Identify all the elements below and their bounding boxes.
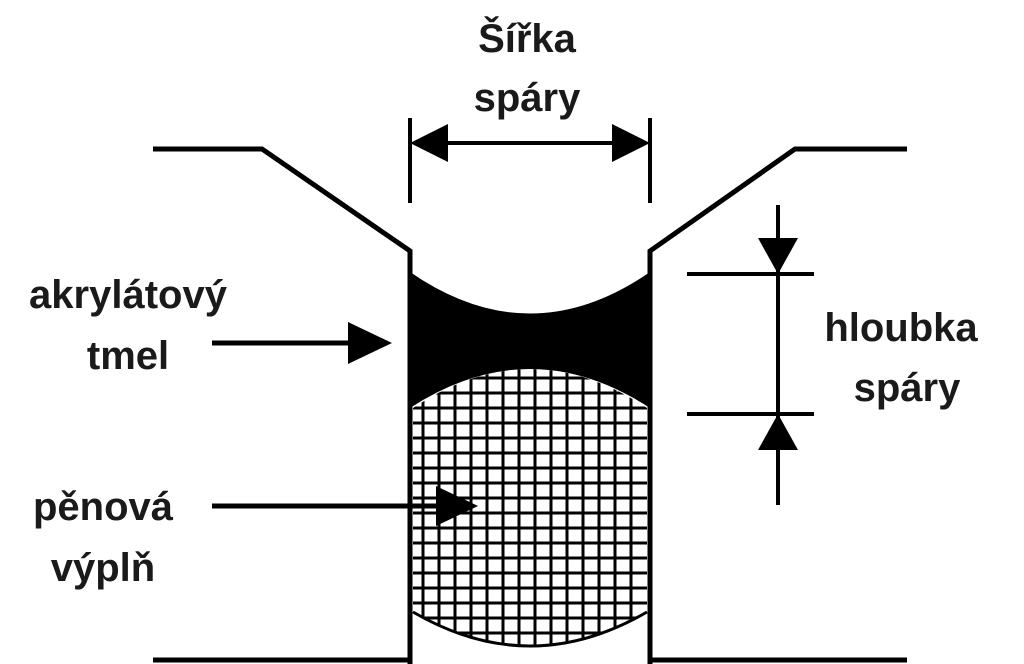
foam-pointer bbox=[212, 486, 478, 526]
depth-label-line2: spáry bbox=[854, 366, 961, 410]
depth-arrow-down-icon bbox=[758, 238, 798, 274]
width-dimension bbox=[408, 118, 652, 203]
sealant-label-line1: akrylátový bbox=[29, 273, 228, 317]
depth-label-line1: hloubka bbox=[824, 306, 978, 350]
depth-arrow-up-icon bbox=[758, 414, 798, 450]
sealant-pointer bbox=[212, 322, 392, 364]
depth-dimension bbox=[687, 205, 814, 505]
sealant-label-line2: tmel bbox=[87, 334, 169, 378]
joint-right-edge bbox=[647, 146, 907, 664]
width-label-line2: spáry bbox=[474, 76, 581, 120]
foam-outline bbox=[412, 610, 648, 648]
foam-label-line1: pěnová bbox=[33, 485, 174, 529]
sealant-arrow-icon bbox=[348, 322, 392, 364]
width-arrow-left-icon bbox=[410, 124, 448, 162]
acrylic-sealant bbox=[410, 272, 650, 408]
foam-label-line2: výplň bbox=[51, 546, 155, 590]
width-label-line1: Šířka bbox=[478, 15, 577, 61]
width-arrow-right-icon bbox=[612, 124, 650, 162]
joint-left-edge bbox=[153, 146, 413, 664]
foam-arrow-icon bbox=[436, 486, 478, 526]
